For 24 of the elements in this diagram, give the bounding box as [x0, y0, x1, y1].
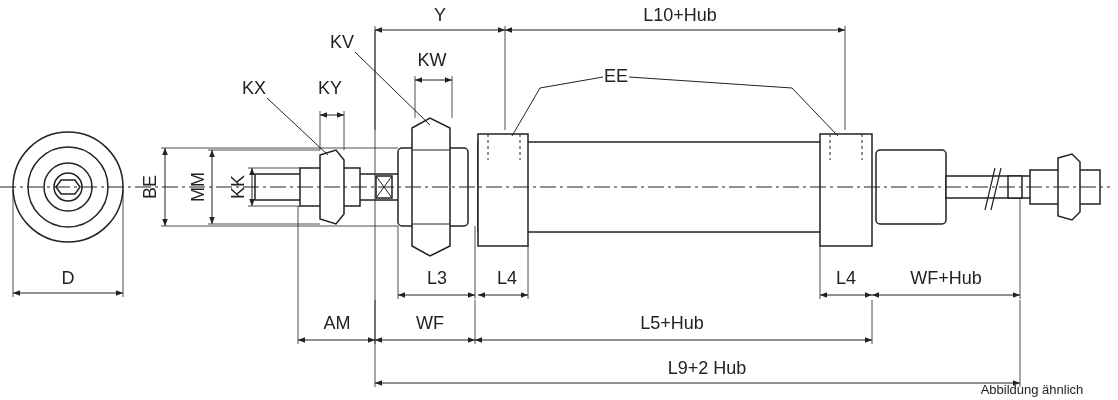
- dimension-label: L4: [836, 268, 856, 288]
- callout-label: EE: [604, 66, 628, 86]
- dimension-label: L3: [427, 268, 447, 288]
- note-text: Abbildung ähnlich: [980, 381, 1084, 399]
- dimension-label: L5+Hub: [640, 313, 704, 333]
- dimension-label: MM: [188, 172, 208, 202]
- callout-label: KV: [330, 32, 354, 52]
- dimension-label: AM: [323, 313, 351, 333]
- dimension-label: KY: [318, 78, 342, 98]
- dimension-label: KW: [417, 50, 447, 70]
- leader-line: [354, 51, 431, 126]
- dimension-label: D: [61, 268, 75, 288]
- dimension-label: WF+Hub: [910, 268, 982, 288]
- leader-line: [511, 76, 604, 137]
- dimension-label: L9+2 Hub: [667, 358, 747, 378]
- dimension-label: L10+Hub: [643, 5, 717, 25]
- dimension-label: WF: [416, 313, 444, 333]
- dimension-label: Y: [434, 5, 446, 25]
- dimension-label: BE: [140, 175, 160, 199]
- leader-line: [266, 97, 329, 156]
- callout-label: KX: [242, 78, 266, 98]
- dimension-label: KK: [228, 175, 248, 199]
- dimension-label: L4: [497, 268, 517, 288]
- leader-line: [628, 76, 839, 137]
